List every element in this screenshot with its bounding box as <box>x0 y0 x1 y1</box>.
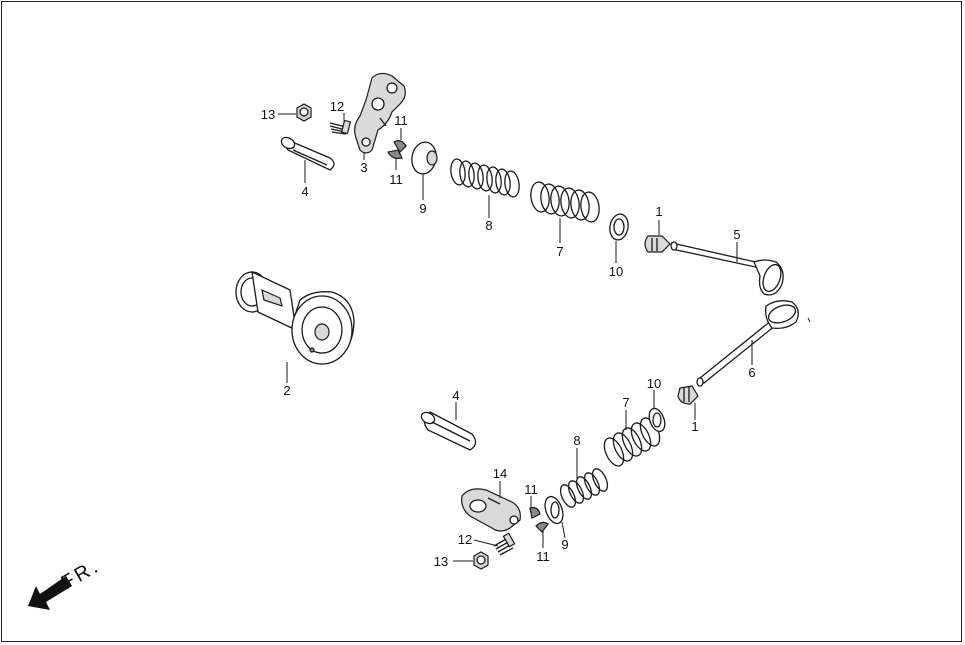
callout-13-upper: 13 <box>261 107 275 122</box>
callout-12-lower: 12 <box>458 532 472 547</box>
camshaft <box>235 270 355 365</box>
callout-3: 3 <box>360 160 367 175</box>
callout-11-upper-b: 11 <box>389 172 403 187</box>
callout-11-upper-a: 11 <box>394 113 408 128</box>
callout-4-upper: 4 <box>301 184 308 199</box>
callout-14: 14 <box>493 466 507 481</box>
valve-cotter-upper <box>387 140 407 159</box>
callout-10-lower: 10 <box>647 376 661 391</box>
callout-11-lower-a: 11 <box>524 482 538 497</box>
nut-upper <box>296 103 312 122</box>
callout-1-lower: 1 <box>691 419 698 434</box>
adjust-screw-upper <box>329 119 352 135</box>
rocker-shaft-lower <box>420 411 477 451</box>
inner-spring-lower <box>559 468 609 508</box>
outer-spring-upper <box>530 181 600 223</box>
callout-7-upper: 7 <box>556 244 563 259</box>
front-direction-arrow <box>28 576 72 610</box>
stem-seal-lower <box>677 385 699 405</box>
callout-5: 5 <box>733 227 740 242</box>
stem-seal-upper <box>644 235 671 253</box>
front-direction-label: FR. <box>58 555 105 595</box>
valve-cotter-lower <box>529 507 549 533</box>
callout-4-lower: 4 <box>452 388 459 403</box>
callout-11-lower-b: 11 <box>536 549 550 564</box>
callout-8-lower: 8 <box>573 433 580 448</box>
callout-13-lower: 13 <box>434 554 448 569</box>
inner-spring-upper <box>450 158 520 198</box>
adjust-screw-lower <box>493 532 516 556</box>
spring-seat-upper <box>609 213 629 241</box>
rocker-arm-lower <box>461 488 521 532</box>
callout-2: 2 <box>283 383 290 398</box>
exhaust-valve <box>696 300 799 387</box>
callout-10-upper: 10 <box>609 264 623 279</box>
intake-valve <box>670 241 784 296</box>
callout-12-upper: 12 <box>330 99 344 114</box>
spring-retainer-upper <box>411 141 438 175</box>
callout-6: 6 <box>748 365 755 380</box>
rocker-arm-upper <box>354 72 406 154</box>
callout-7-lower: 7 <box>622 395 629 410</box>
rocker-shaft-upper <box>280 136 335 171</box>
callout-1-upper: 1 <box>655 204 662 219</box>
callout-8-upper: 8 <box>485 218 492 233</box>
nut-lower <box>473 551 489 570</box>
callout-9-lower: 9 <box>561 537 568 552</box>
spring-retainer-lower <box>544 495 564 525</box>
callout-9-upper: 9 <box>419 201 426 216</box>
spring-seat-lower <box>648 407 666 433</box>
